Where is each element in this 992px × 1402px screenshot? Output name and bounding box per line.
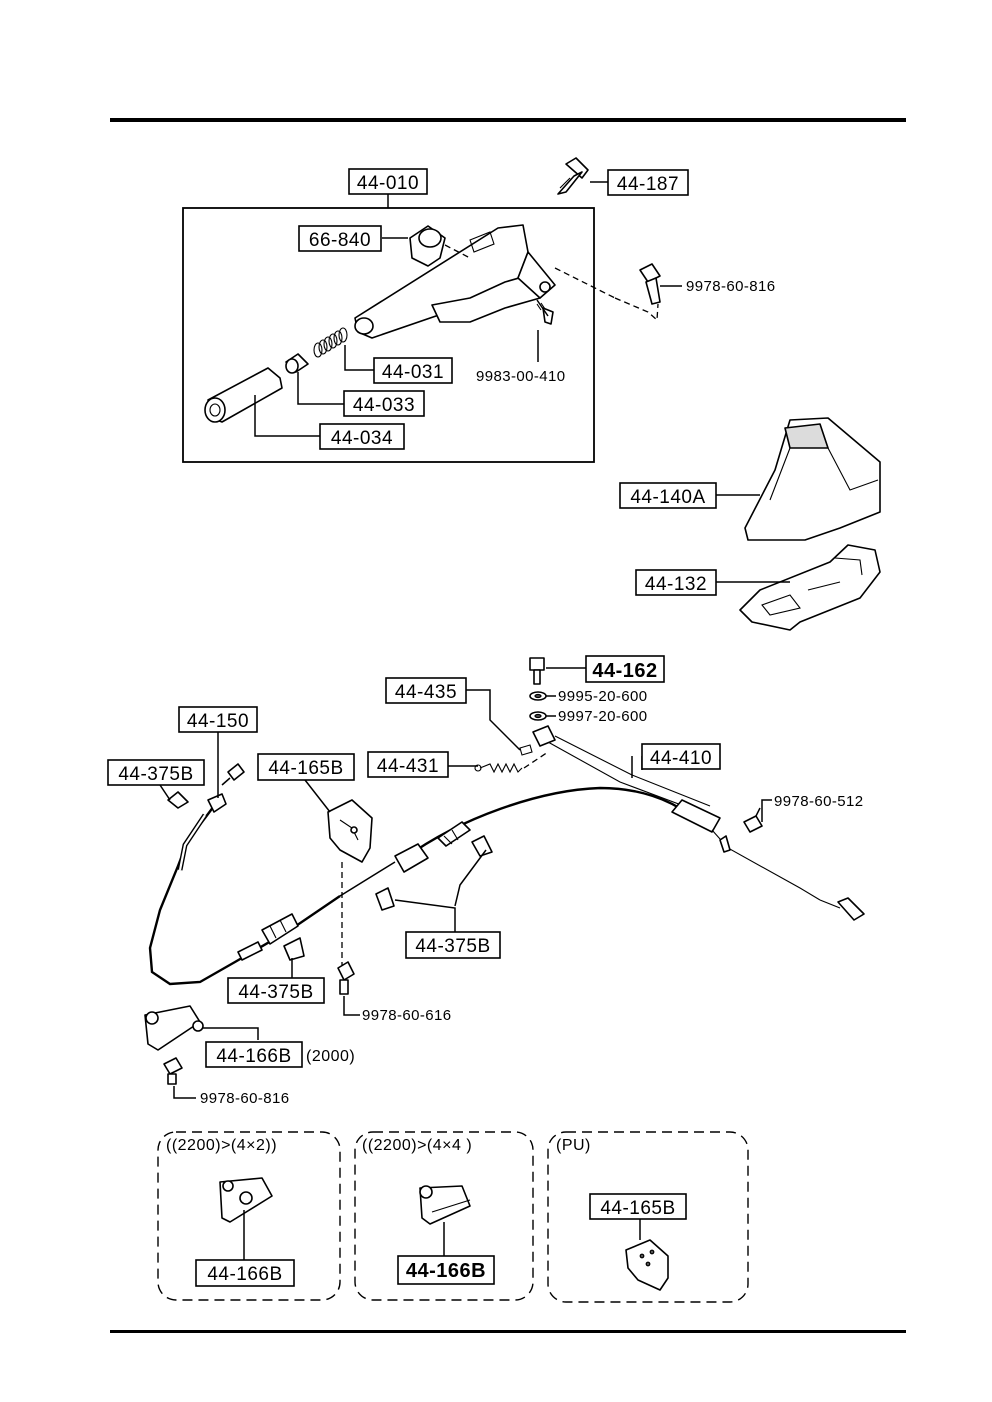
bolt-44-162	[529, 657, 547, 721]
label-44-431: 44-431	[377, 756, 439, 777]
label-44-166B-note: (2000)	[306, 1048, 355, 1065]
label-44-435: 44-435	[395, 682, 457, 703]
variant-2-title: ((2200)>(4×4 )	[362, 1137, 472, 1154]
label-9978-60-616: 9978-60-616	[362, 1007, 451, 1024]
variant-1-title: ((2200)>(4×2))	[166, 1137, 277, 1154]
label-44-165B: 44-165B	[268, 758, 343, 779]
variant-1-label: 44-166B	[207, 1264, 282, 1285]
label-44-031: 44-031	[382, 362, 444, 383]
label-44-140A: 44-140A	[630, 487, 705, 508]
variant-frame-3: (PU) 44-165B	[547, 1131, 749, 1303]
console-boot-44-140A	[744, 417, 881, 541]
bracket-44-165B	[327, 799, 373, 863]
label-44-375B-low: 44-375B	[238, 982, 313, 1003]
label-44-187: 44-187	[617, 174, 679, 195]
label-66-840: 66-840	[309, 230, 371, 251]
variant-3-title: (PU)	[556, 1137, 591, 1154]
bolt-9978-60-512	[743, 807, 763, 833]
screw-part	[536, 299, 554, 325]
return-spring-part	[474, 751, 549, 774]
bushing-part	[285, 353, 309, 374]
bolt-9978-60-616	[337, 961, 355, 995]
label-44-162: 44-162	[592, 660, 657, 682]
bolt-part-top	[554, 263, 661, 322]
spring-part	[313, 327, 348, 358]
variant-frame-1: ((2200)>(4×2)) 44-166B	[157, 1131, 341, 1301]
top-rule	[110, 118, 906, 122]
bolt-part-44-187	[557, 157, 589, 195]
label-44-034: 44-034	[331, 428, 393, 449]
front-cable-44-410	[404, 735, 865, 921]
console-tray-44-132	[739, 544, 881, 631]
label-44-375B-mid: 44-375B	[415, 936, 490, 957]
label-44-410: 44-410	[650, 748, 712, 769]
label-9983-00-410: 9983-00-410	[476, 368, 565, 385]
bolt-9978-60-816-bottom	[163, 1057, 183, 1085]
grip-part	[204, 367, 283, 423]
label-44-375B-left: 44-375B	[118, 764, 193, 785]
label-9995-20-600: 9995-20-600	[558, 688, 647, 705]
bracket-44-166B	[144, 1005, 204, 1051]
variant-3-label: 44-165B	[600, 1198, 675, 1219]
variant-frame-2: ((2200)>(4×4 ) 44-166B	[354, 1131, 534, 1301]
label-44-132: 44-132	[645, 574, 707, 595]
label-9978-60-816-bottom: 9978-60-816	[200, 1090, 289, 1107]
parking-lever-part	[354, 224, 556, 339]
bottom-rule	[110, 1330, 906, 1333]
label-44-010: 44-010	[357, 173, 419, 194]
variant-2-label: 44-166B	[406, 1260, 486, 1282]
label-44-033: 44-033	[353, 395, 415, 416]
release-button-part	[409, 225, 471, 267]
label-9978-60-512: 9978-60-512	[774, 793, 863, 810]
label-44-166B: 44-166B	[216, 1046, 291, 1067]
label-9978-60-816-top: 9978-60-816	[686, 278, 775, 295]
label-44-150: 44-150	[187, 711, 249, 732]
label-9997-20-600: 9997-20-600	[558, 708, 647, 725]
